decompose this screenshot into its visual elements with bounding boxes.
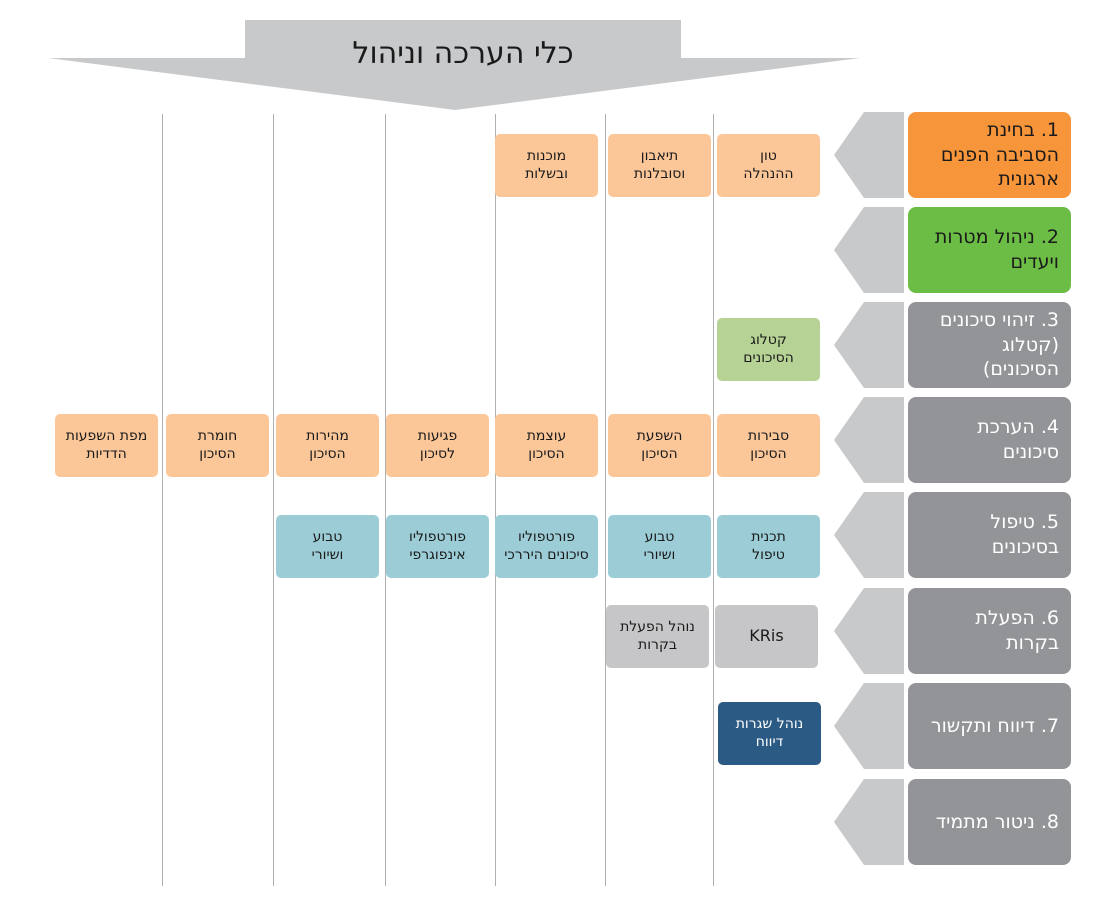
tool-line: וסובלנות xyxy=(633,165,686,182)
column-divider xyxy=(495,114,496,886)
tool-box-kris: KRis xyxy=(715,605,818,668)
tool-line: ושיורי xyxy=(311,546,344,563)
tool-line: טבוע xyxy=(312,528,343,545)
step-4-box: 4. הערכת סיכונים xyxy=(908,397,1071,483)
step-2-title: 2. ניהול מטרות ויעדים xyxy=(934,226,1059,273)
tool-line: תיאבון xyxy=(640,147,679,164)
tool-line: מוכנות xyxy=(526,147,567,164)
tool-line: הסיכונים xyxy=(743,349,794,366)
step-arrow-7 xyxy=(834,683,904,769)
step-arrow-2 xyxy=(834,207,904,293)
tool-line: הדדיות xyxy=(86,445,127,462)
column-divider xyxy=(713,114,714,886)
tool-line: הסיכון xyxy=(528,445,565,462)
tool-line: KRis xyxy=(749,626,784,646)
tool-line: נוהל הפעלת xyxy=(620,618,695,635)
tool-line: ההנהלה xyxy=(743,165,794,182)
column-divider xyxy=(605,114,606,886)
tool-line: סיכונים היררכי xyxy=(504,546,589,563)
tool-line: סבירות xyxy=(747,427,790,444)
step-8-title: 8. ניטור מתמיד xyxy=(935,810,1059,833)
tool-line: טבוע xyxy=(644,528,675,545)
tool-line: עוצמת xyxy=(526,427,567,444)
tool-line: מהירות xyxy=(306,427,349,444)
step-3-title: 3. זיהוי סיכונים (קטלוג הסיכונים) xyxy=(939,308,1059,381)
step-2-box: 2. ניהול מטרות ויעדים xyxy=(908,207,1071,293)
step-arrow-8 xyxy=(834,779,904,865)
tool-line: הסיכון xyxy=(309,445,346,462)
page-title: כלי הערכה וניהול xyxy=(352,35,574,71)
top-arrow-shape xyxy=(48,20,860,110)
tool-line: טיפול xyxy=(752,546,785,563)
tool-line: פורטפוליו xyxy=(409,528,466,545)
tool-line: קטלוג xyxy=(750,331,787,348)
tool-line: דיווח xyxy=(755,733,784,750)
column-divider xyxy=(273,114,274,886)
step-5-box: 5. טיפול בסיכונים xyxy=(908,492,1071,578)
step-arrow-3 xyxy=(834,302,904,388)
step-6-title: 6. הפעלת בקרות xyxy=(975,607,1059,654)
step-1-box: 1. בחינת הסביבה הפנים ארגונית xyxy=(908,112,1071,198)
step-4-title: 4. הערכת סיכונים xyxy=(977,416,1059,463)
step-3-box: 3. זיהוי סיכונים (קטלוג הסיכונים) xyxy=(908,302,1071,388)
tool-line: תכנית xyxy=(751,528,786,545)
tool-line: הסיכון xyxy=(641,445,678,462)
step-5-title: 5. טיפול בסיכונים xyxy=(990,511,1059,558)
column-divider xyxy=(385,114,386,886)
tool-line: ושיורי xyxy=(643,546,676,563)
tool-line: פורטפוליו xyxy=(518,528,575,545)
tool-line: הסיכון xyxy=(750,445,787,462)
step-6-box: 6. הפעלת בקרות xyxy=(908,588,1071,674)
tool-line: הסיכון xyxy=(199,445,236,462)
tool-line: ובשלות xyxy=(525,165,568,182)
tool-line: פגיעות xyxy=(417,427,458,444)
step-arrow-1 xyxy=(834,112,904,198)
tool-line: נוהל שגרות xyxy=(735,715,804,732)
step-1-title: 1. בחינת הסביבה הפנים ארגונית xyxy=(940,118,1059,191)
tool-line: חומרת xyxy=(197,427,238,444)
tool-line: בקרות xyxy=(638,636,677,653)
tool-line: מפת השפעות xyxy=(65,427,148,444)
tool-line: השפעת xyxy=(636,427,683,444)
step-7-title: 7. דיווח ותקשור xyxy=(930,714,1059,737)
tool-line: אינפוגרפי xyxy=(409,546,466,563)
step-arrow-5 xyxy=(834,492,904,578)
step-arrow-6 xyxy=(834,588,904,674)
tool-line: לסיכון xyxy=(419,445,456,462)
step-7-box: 7. דיווח ותקשור xyxy=(908,683,1071,769)
step-8-box: 8. ניטור מתמיד xyxy=(908,779,1071,865)
tool-line: טון xyxy=(760,147,777,164)
column-divider xyxy=(162,114,163,886)
step-arrow-4 xyxy=(834,397,904,483)
